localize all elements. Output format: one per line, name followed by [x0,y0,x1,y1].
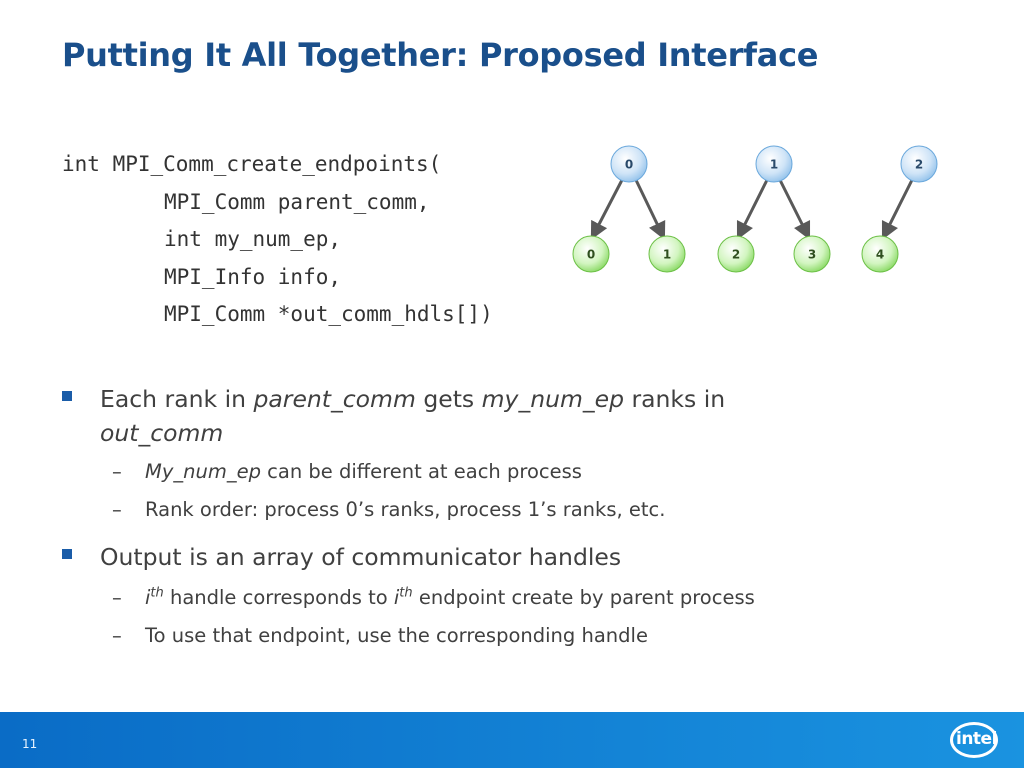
bullet-item: Each rank in parent_comm gets my_num_ep … [60,382,940,450]
child-node-label: 4 [876,248,884,262]
tree-edge [634,179,666,241]
dash-bullet-icon: – [112,624,122,647]
page-number: 11 [22,737,38,751]
logo-text: intel [956,729,997,749]
code-line: MPI_Comm *out_comm_hdls[]) [164,302,493,326]
code-block: int MPI_Comm_create_endpoints( MPI_Comm … [62,146,493,334]
child-node: 2 [717,235,755,273]
child-node: 0 [572,235,610,273]
code-line: int my_num_ep, [164,227,342,251]
square-bullet-icon [62,391,72,401]
code-line: MPI_Info info, [164,264,342,289]
parent-node-label: 0 [625,158,633,172]
bullet-list: Each rank in parent_comm gets my_num_ep … [60,382,940,658]
child-node: 1 [648,235,686,273]
slide-title: Putting It All Together: Proposed Interf… [62,36,819,74]
tree-edge [736,179,769,241]
child-node-label: 1 [663,248,671,262]
parent-node: 0 [610,145,648,183]
sub-bullet-item: – ith handle corresponds to ith endpoint… [60,582,940,614]
child-node-label: 0 [587,248,595,262]
tree-edge [881,179,914,241]
dash-bullet-icon: – [112,498,122,521]
sub-bullet-item: – Rank order: process 0’s ranks, process… [60,494,940,526]
footer-bar [0,712,1024,768]
code-line: int MPI_Comm_create_endpoints( [62,152,442,176]
square-bullet-icon [62,549,72,559]
tree-edge [778,179,811,241]
bullet-item: Output is an array of communicator handl… [60,540,940,574]
parent-node: 1 [755,145,793,183]
child-node-label: 3 [808,248,816,262]
logo-ellipse [950,722,998,758]
endpoint-tree-diagram: 0 1 2 0 1 2 3 4 [572,145,938,273]
sub-bullet-item: – My_num_ep can be different at each pro… [60,456,940,488]
dash-bullet-icon: – [112,460,122,483]
child-node: 4 [861,235,899,273]
child-node-label: 2 [732,248,740,262]
tree-edge [590,179,624,240]
child-node: 3 [793,235,831,273]
parent-node: 2 [900,145,938,183]
parent-node-label: 1 [770,158,778,172]
sub-bullet-item: – To use that endpoint, use the correspo… [60,620,940,652]
parent-node-label: 2 [915,158,923,172]
intel-logo: intel [948,720,1004,762]
code-line: MPI_Comm parent_comm, [164,189,430,214]
dash-bullet-icon: – [112,586,122,609]
